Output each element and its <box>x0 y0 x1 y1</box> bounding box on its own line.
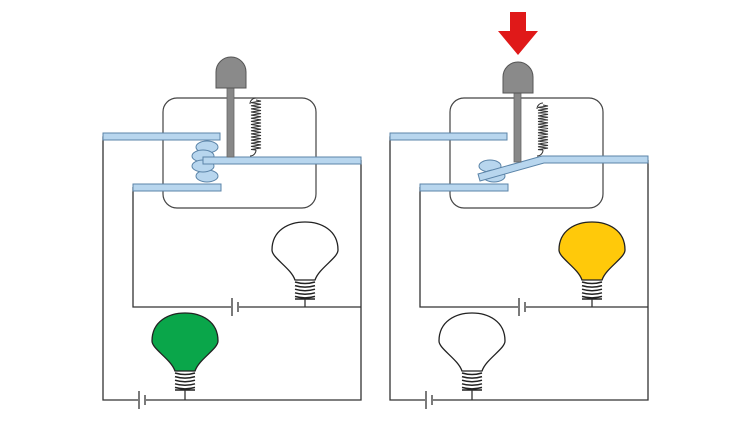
bulb-glass <box>271 221 339 281</box>
relay-housing <box>162 97 317 209</box>
battery-bottom <box>425 391 433 409</box>
upper-bulb <box>271 221 339 300</box>
bulb-glass <box>558 221 626 281</box>
bulb-glass <box>151 312 219 372</box>
bulb-thread <box>461 379 483 383</box>
down-arrow-icon <box>498 12 538 55</box>
bulb-thread <box>461 375 483 379</box>
bulb-thread <box>174 379 196 383</box>
relay-housing <box>449 97 604 209</box>
bulb-thread <box>294 288 316 292</box>
switch-panel-released <box>102 56 362 409</box>
bulb-thread <box>581 284 603 288</box>
return-spring <box>536 102 549 157</box>
bulb-thread <box>461 383 483 387</box>
upper-bulb <box>558 221 626 300</box>
bulb-thread <box>581 295 603 299</box>
bulb-thread <box>461 386 483 390</box>
battery-middle <box>231 298 239 316</box>
bulb-thread <box>174 386 196 390</box>
wire-inner-left <box>132 187 231 308</box>
bulb-thread <box>581 292 603 296</box>
armature-bar <box>202 156 362 165</box>
wire-outer-right <box>146 160 362 401</box>
bulb-thread <box>294 284 316 288</box>
wire-outer-right <box>433 160 649 401</box>
spring-hook-bottom <box>249 149 257 157</box>
bulb-thread <box>294 281 316 285</box>
bulb-base <box>461 372 483 391</box>
spring-hook-top <box>536 102 544 110</box>
bulb-thread <box>461 372 483 376</box>
lower-contact-bar <box>419 183 509 192</box>
spring-coil <box>537 104 549 151</box>
upper-contact-bar <box>102 132 221 141</box>
bulb-thread <box>294 295 316 299</box>
lower-bulb <box>151 312 219 391</box>
push-button-knob <box>502 61 534 94</box>
bulb-thread <box>174 375 196 379</box>
spring-hook-top <box>249 97 257 105</box>
bulb-glass <box>438 312 506 372</box>
bulb-base <box>581 281 603 300</box>
switch-panel-pressed <box>389 12 649 409</box>
wire-inner-left <box>419 187 518 308</box>
plunger-rod <box>513 89 522 163</box>
bulb-base <box>294 281 316 300</box>
plunger-rod <box>226 84 235 158</box>
bulb-thread <box>174 383 196 387</box>
return-spring <box>249 97 262 157</box>
spring-hook-bottom <box>536 149 544 157</box>
spring-coil <box>250 99 262 151</box>
bulb-thread <box>581 281 603 285</box>
lower-contact-bar <box>132 183 222 192</box>
lower-bulb <box>438 312 506 391</box>
upper-contact-bar <box>389 132 508 141</box>
battery-middle <box>518 298 526 316</box>
bulb-base <box>174 372 196 391</box>
push-button-knob <box>215 56 247 89</box>
bulb-thread <box>294 292 316 296</box>
bulb-thread <box>174 372 196 376</box>
bulb-thread <box>581 288 603 292</box>
battery-bottom <box>138 391 146 409</box>
